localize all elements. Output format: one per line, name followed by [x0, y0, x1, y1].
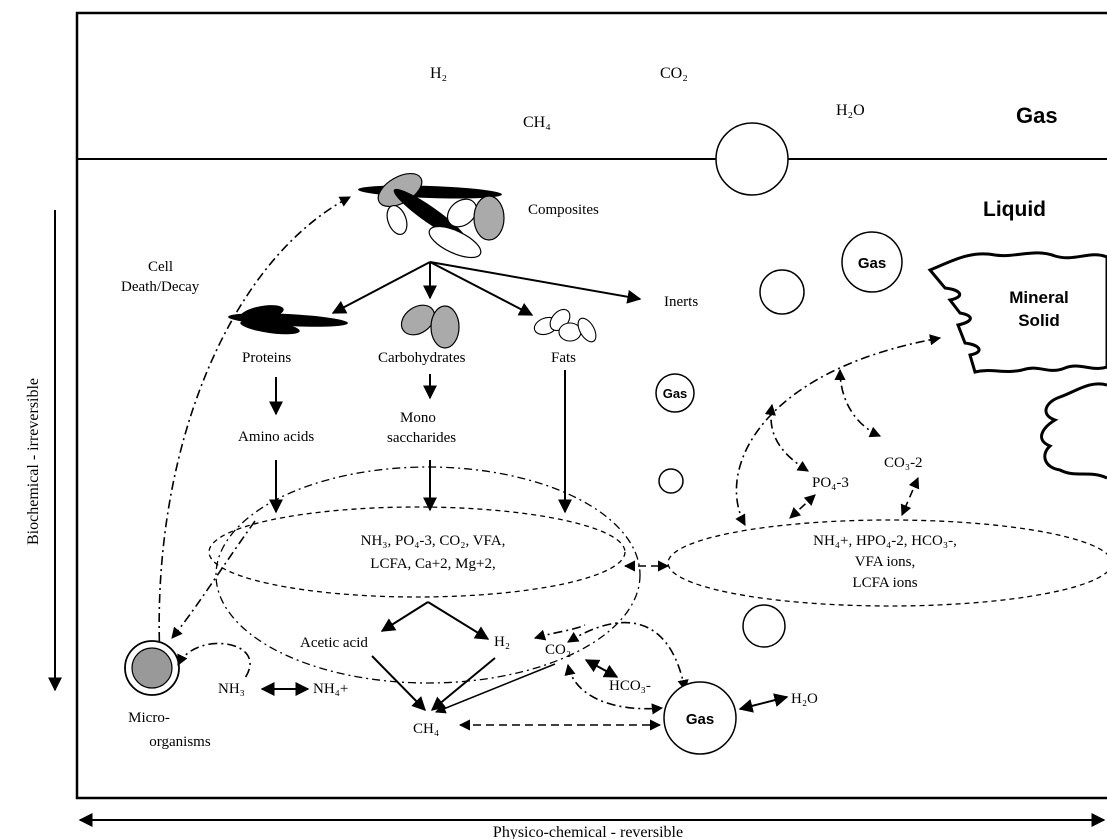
ion-pool-line-3: LCFA ions [852, 575, 917, 591]
ion-to-mineral-arrow [735, 334, 942, 526]
acetic-to-ch4-arrow [371, 655, 426, 711]
mineral-solid-edge [1040, 382, 1107, 480]
gas-phase-title: Gas [1016, 103, 1058, 128]
gas-bubble-bottom-label: Gas [686, 711, 714, 728]
co2-hco3-arrow [584, 659, 619, 678]
hco3-label: HCO₃- [609, 678, 651, 694]
cell-death-label-1: Cell [148, 259, 173, 275]
amino-acids-label: Amino acids [238, 429, 314, 445]
gas-h2: H₂ [430, 65, 447, 82]
nh3-label: NH₃ [218, 681, 245, 697]
liquid-phase-title: Liquid [983, 198, 1046, 221]
pool-to-acetic-arrow [380, 601, 429, 632]
gas-bubble-large [841, 231, 903, 293]
fats-icon [533, 308, 597, 343]
microorganisms-label-1: Micro- [128, 710, 170, 726]
pool-to-microbe-arrow [171, 520, 256, 639]
proteins-icon [228, 305, 348, 335]
ion-pool-line-1: NH₄+, HPO₄-2, HCO₃-, [813, 533, 957, 549]
microorganisms-label-2: organisms [149, 734, 211, 750]
mono-label-1: Mono [400, 410, 436, 426]
co2-label: CO₂ [545, 642, 571, 658]
ion-pool-line-2: VFA ions, [855, 554, 916, 570]
h2o-label: H₂O [791, 691, 818, 707]
microbe-nitrogen-loop [177, 642, 251, 679]
mineral-label-2: Solid [1018, 311, 1060, 330]
gas-bubble-bottom [663, 681, 737, 755]
gas-bubble-small-label: Gas [663, 386, 688, 401]
biological-zone [215, 466, 641, 684]
acetic-acid-label: Acetic acid [300, 635, 368, 651]
composites-icon [358, 172, 505, 259]
dissolved-pool-line-1: NH₃, PO₄-3, CO₂, VFA, [361, 533, 506, 549]
h2-to-ch4-arrow [430, 657, 496, 711]
vertical-axis-label: Biochemical - irreversible [25, 378, 42, 545]
composites-label: Composites [528, 202, 599, 218]
mineral-solid-shape [927, 251, 1107, 374]
ion-co3-arrow [900, 476, 920, 517]
interface-bubble [715, 122, 789, 196]
gas-bubble-plain-1 [759, 269, 805, 315]
ion-po4-arrow [789, 494, 816, 519]
decay-arrow [158, 196, 351, 661]
cell-death-label-2: Death/Decay [121, 279, 200, 295]
horizontal-axis-label: Physico-chemical - reversible [493, 824, 683, 839]
disintegration-arrows [331, 261, 642, 316]
co2-pool-link [533, 624, 586, 641]
gas-bubble-plain-2 [658, 468, 684, 494]
hco3-gas-arrow [564, 663, 664, 715]
co3-to-mineral-arrow [834, 368, 882, 438]
mono-label-2: saccharides [387, 430, 456, 446]
fats-label: Fats [551, 350, 576, 366]
po4-to-mineral-arrow [764, 403, 809, 472]
nh4-label: NH₄+ [313, 681, 348, 697]
pool-to-h2-arrow [427, 601, 490, 640]
gas-h2o-arrow [738, 693, 789, 713]
proteins-label: Proteins [242, 350, 291, 366]
dissolved-pool-ellipse [208, 506, 626, 598]
inerts-label: Inerts [664, 294, 698, 310]
gas-bubble-plain-3 [742, 604, 786, 648]
co2-to-ch4-arrow [435, 663, 556, 714]
gas-bubble-large-label: Gas [858, 255, 886, 272]
reactor-frame [75, 11, 1107, 800]
h2-label: H₂ [494, 634, 510, 650]
carbohydrates-label: Carbohydrates [378, 350, 466, 366]
gas-bubble-small [655, 373, 695, 413]
mineral-label-1: Mineral [1009, 288, 1069, 307]
co2-gas-arrow [567, 621, 689, 692]
dissolved-pool-line-2: LCFA, Ca+2, Mg+2, [370, 556, 495, 572]
gas-ch4: CH₄ [523, 114, 551, 131]
gas-h2o: H₂O [836, 102, 865, 119]
ch4-label: CH₄ [413, 721, 439, 737]
po4-label: PO₄-3 [812, 475, 849, 491]
carbohydrates-icon [400, 304, 460, 349]
microorganism-icon [124, 640, 180, 696]
co3-label: CO₃-2 [884, 455, 923, 471]
gas-co2: CO₂ [660, 65, 688, 82]
